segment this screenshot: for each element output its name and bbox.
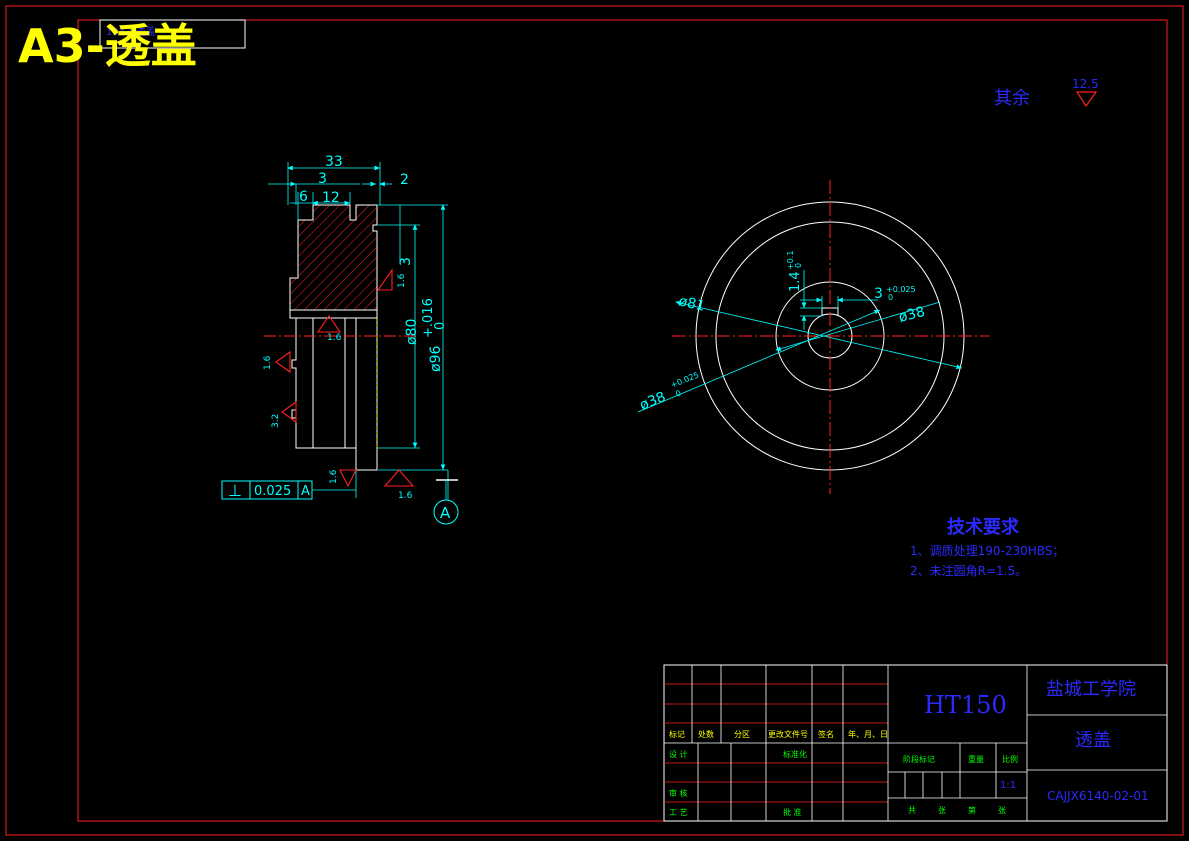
tb-sheet-0: 共 xyxy=(908,806,916,815)
drawing-title: A3-透盖 xyxy=(18,19,197,73)
roughness-other-value: 12.5 xyxy=(1072,77,1099,91)
tb-sheet-2: 第 xyxy=(968,805,976,815)
tb-header-2: 分区 xyxy=(734,730,750,739)
section-view: 33 3 2 6 12 3 ø80 ø96 +.016 0 A xyxy=(221,154,459,525)
tol-symbol: ⊥ xyxy=(228,481,242,500)
front-view: ø81 ø38 +0.025 0 ø38 3 +0.025 0 1.4 +0.1… xyxy=(638,180,990,494)
dim-d38-tol-sup: +0.025 xyxy=(669,370,700,389)
title-box xyxy=(99,19,246,49)
dim-keyway-width-tol2: 0 xyxy=(888,293,893,302)
tb-school: 盐城工学院 xyxy=(1046,679,1136,700)
drawing-frame xyxy=(77,19,1168,822)
tech-req-item-2: 2、未注圆角R=1.5。 xyxy=(910,563,1027,578)
tb-scale: 1:1 xyxy=(1000,780,1016,791)
dim-keyway-width: 3 xyxy=(874,286,883,302)
tb-process: 工 艺 xyxy=(669,808,688,817)
datum-a-label: A xyxy=(440,504,451,522)
tb-stage-label: 阶段标记 xyxy=(903,754,935,764)
dim-d80: ø80 xyxy=(404,319,420,345)
section-hatch xyxy=(289,204,378,311)
dim-keyway-depth: 1.4 xyxy=(788,271,803,292)
tb-sheet-3: 张 xyxy=(998,806,1006,815)
dim-d96-tol-lower: 0 xyxy=(433,322,448,330)
tb-material: HT150 xyxy=(924,691,1007,719)
dim-d96: ø96 xyxy=(428,346,444,372)
tol-datum: A xyxy=(301,484,310,499)
roughness-5: 1.6 xyxy=(329,469,339,484)
tb-design: 设 计 xyxy=(669,749,688,759)
dim-12: 12 xyxy=(322,190,340,206)
sheet-border xyxy=(5,5,1184,836)
dim-3-vertical: 3 xyxy=(398,257,414,266)
dim-3: 3 xyxy=(318,171,327,187)
geometric-tolerance-frame: ⊥ 0.025 A xyxy=(221,480,313,500)
tb-weight-label: 重量 xyxy=(968,754,984,764)
roughness-other-label: 其余 xyxy=(994,88,1030,109)
dim-d38: ø38 xyxy=(897,304,926,326)
tol-value: 0.025 xyxy=(254,484,291,499)
tb-header-1: 处数 xyxy=(698,729,714,739)
tech-req-heading: 技术要求 xyxy=(947,516,1020,538)
tb-review: 审 核 xyxy=(669,788,688,798)
roughness-symbols xyxy=(275,268,415,488)
title-block: 标记 处数 分区 更改文件号 签名 年、月、日 设 计 标准化 审 核 工 艺 … xyxy=(663,664,1168,822)
tb-header-3: 更改文件号 xyxy=(768,729,808,739)
dim-6: 6 xyxy=(299,189,308,205)
tech-req-item-1: 1、调质处理190-230HBS； xyxy=(910,544,1064,558)
dim-keyway-width-tol: +0.025 xyxy=(886,285,916,294)
tb-approve: 批 准 xyxy=(783,807,802,817)
section-outline xyxy=(289,310,378,471)
roughness-6: 1.6 xyxy=(398,491,413,501)
roughness-2: 1.6 xyxy=(327,333,342,343)
dim-keyway-depth-tol: +0.1 xyxy=(786,251,795,270)
dim-d96-tol-upper: +.016 xyxy=(421,298,436,338)
roughness-3: 1.6 xyxy=(263,355,273,370)
tb-scale-label: 比例 xyxy=(1002,754,1018,764)
dim-keyway-depth-tol2: 0 xyxy=(794,263,803,268)
dim-33: 33 xyxy=(325,154,343,170)
dim-d38-tol-sub: 0 xyxy=(674,389,682,399)
tb-standardize: 标准化 xyxy=(783,749,807,759)
roughness-4: 3.2 xyxy=(271,414,281,428)
tb-header-5: 年、月、日 xyxy=(848,729,888,739)
roughness-1: 1.6 xyxy=(397,273,407,288)
roughness-other-symbol xyxy=(1075,91,1098,108)
tb-header-0: 标记 xyxy=(669,729,685,739)
tb-sheet-1: 张 xyxy=(938,806,946,815)
tb-header-4: 签名 xyxy=(818,729,834,739)
tb-drawing-no: CAJJX6140-02-01 xyxy=(1047,789,1149,803)
dim-d38-tol: ø38 xyxy=(638,389,668,414)
dim-d81: ø81 xyxy=(677,293,706,315)
datum-a-circle xyxy=(433,499,459,525)
dim-2: 2 xyxy=(400,172,409,188)
tb-part-name: 透盖 xyxy=(1075,730,1111,751)
title-small-text: 10A3-透盖 xyxy=(106,25,156,38)
